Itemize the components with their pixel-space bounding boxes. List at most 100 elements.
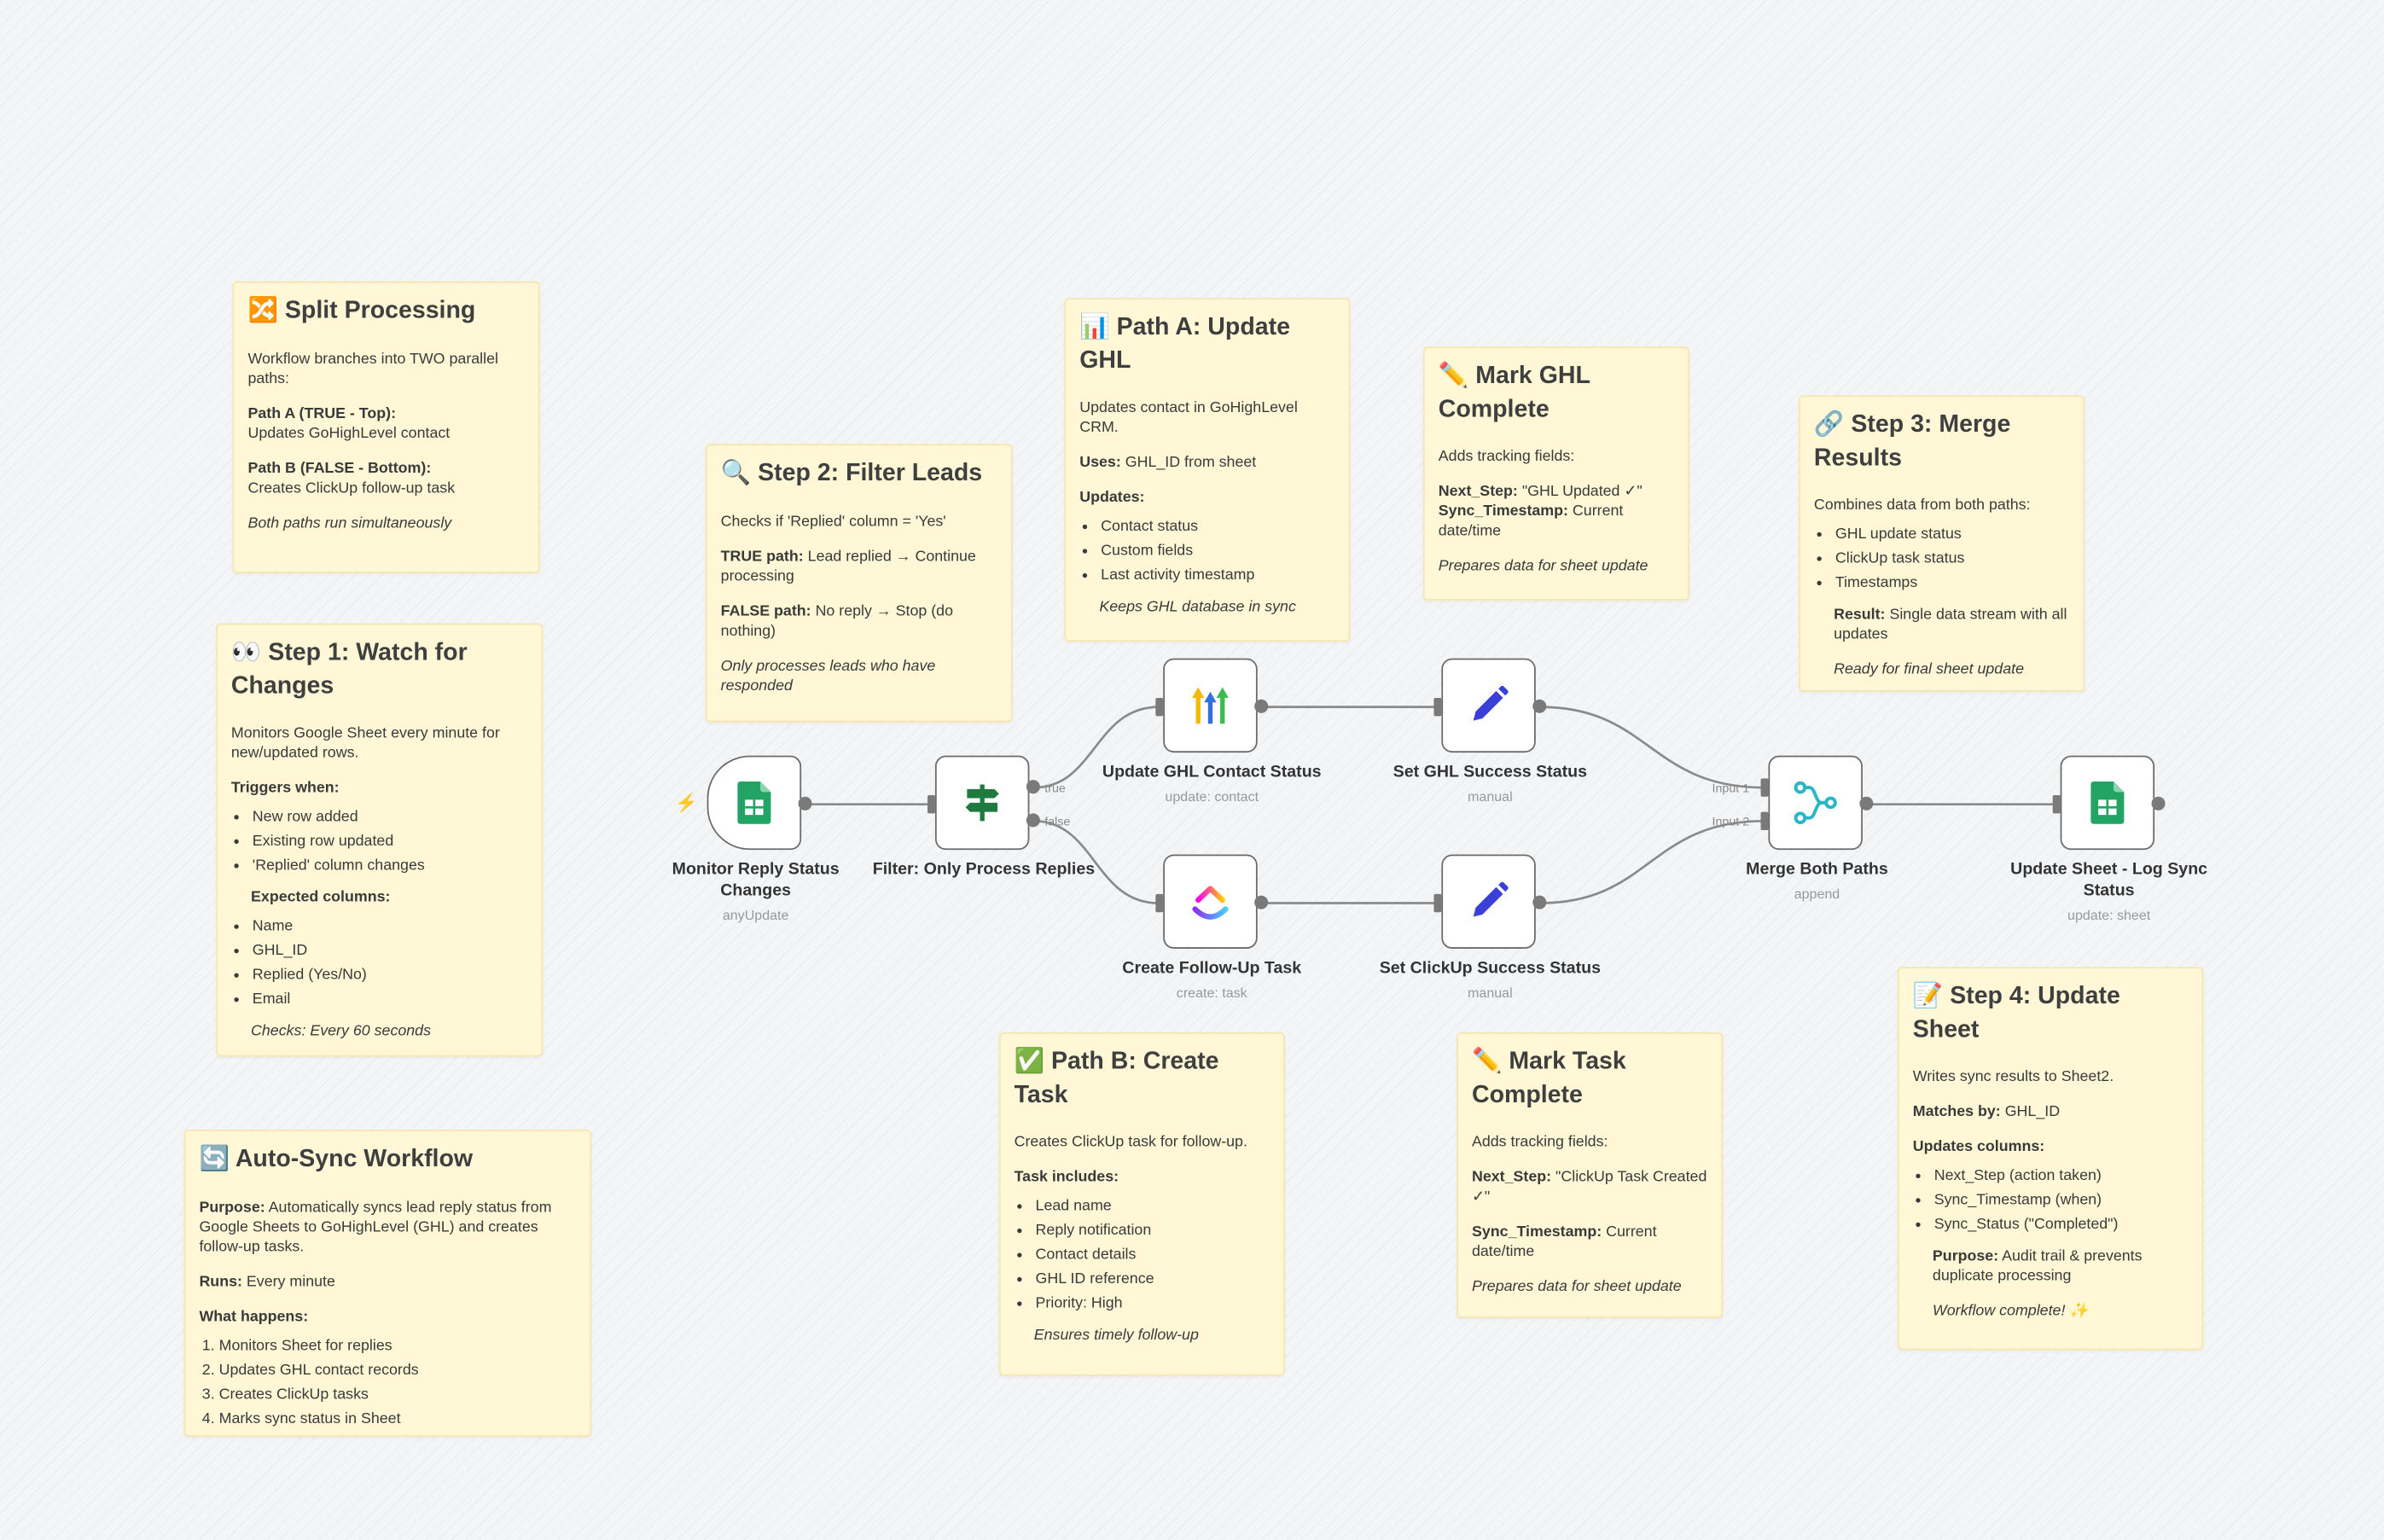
sync-icon: 🔄 xyxy=(199,1146,230,1172)
list-item: Monitors Sheet for replies xyxy=(219,1336,577,1356)
path-b-label: Path B (FALSE - Bottom): xyxy=(247,460,432,477)
node-subtitle: manual xyxy=(1468,985,1513,1001)
note-title: 🔀 Split Processing xyxy=(247,298,476,324)
note-mark-ghl[interactable]: ✏️ Mark GHL Complete Adds tracking field… xyxy=(1422,346,1689,601)
output-port[interactable] xyxy=(1254,699,1269,713)
next-step-label: Next_Step: xyxy=(1438,484,1518,501)
input-port-2[interactable] xyxy=(1760,811,1769,830)
input-port[interactable] xyxy=(1433,893,1442,913)
edge-setclickup-merge xyxy=(1540,819,1765,904)
node-filter-replies[interactable] xyxy=(934,755,1030,851)
node-create-followup-task[interactable] xyxy=(1163,854,1258,949)
columns-label: Expected columns: xyxy=(251,889,391,907)
output-port[interactable] xyxy=(1532,895,1547,909)
list-item: Email xyxy=(253,990,528,1009)
note-path-b[interactable]: ✅ Path B: Create Task Creates ClickUp ta… xyxy=(998,1032,1285,1376)
note-auto-sync[interactable]: 🔄 Auto-Sync Workflow Purpose: Automatica… xyxy=(183,1130,592,1437)
note-footer: Both paths run simultaneously xyxy=(247,514,452,532)
list-item: Replied (Yes/No) xyxy=(253,966,528,985)
true-path-text: Lead replied → Continue processing xyxy=(720,548,976,585)
note-step-4[interactable]: 📝 Step 4: Update Sheet Writes sync resul… xyxy=(1897,967,2204,1351)
output-port[interactable] xyxy=(798,796,812,811)
output-port-false[interactable] xyxy=(1026,813,1040,828)
sync-timestamp-label: Sync_Timestamp: xyxy=(1471,1223,1602,1241)
output-port[interactable] xyxy=(1532,699,1547,713)
node-set-ghl-success[interactable] xyxy=(1441,658,1536,753)
output-port[interactable] xyxy=(1859,796,1874,811)
purpose-text: Audit trail & prevents duplicate process… xyxy=(1932,1248,2143,1286)
highlevel-icon xyxy=(1192,687,1229,724)
note-footer: Workflow complete! ✨ xyxy=(1932,1303,2089,1321)
note-footer: Keeps GHL database in sync xyxy=(1099,599,1296,617)
node-monitor-reply-status[interactable] xyxy=(706,755,802,851)
input-port[interactable] xyxy=(1155,893,1164,913)
note-step-1[interactable]: 👀 Step 1: Watch for Changes Monitors Goo… xyxy=(216,623,544,1057)
list-item: Priority: High xyxy=(1036,1294,1270,1314)
false-path-label: FALSE path: xyxy=(720,602,811,620)
list-item: Contact details xyxy=(1036,1246,1270,1265)
path-a-label: Path A (TRUE - Top): xyxy=(247,405,397,422)
list-item: Next_Step (action taken) xyxy=(1934,1166,2189,1186)
list-item: GHL update status xyxy=(1835,525,2069,544)
uses-label: Uses: xyxy=(1079,455,1121,472)
note-text: Updates contact in GoHighLevel CRM. xyxy=(1079,400,1298,437)
next-step-text: "GHL Updated ✓" xyxy=(1517,484,1643,501)
node-set-clickup-success[interactable] xyxy=(1441,854,1536,949)
note-title: 🔍 Step 2: Filter Leads xyxy=(720,460,983,487)
note-step-3[interactable]: 🔗 Step 3: Merge Results Combines data fr… xyxy=(1799,395,2085,692)
items-list: GHL update status ClickUp task status Ti… xyxy=(1814,525,2069,593)
runs-text: Every minute xyxy=(241,1273,335,1291)
includes-label: Task includes: xyxy=(1014,1169,1119,1187)
input-port[interactable] xyxy=(1433,697,1442,717)
triggers-label: Triggers when: xyxy=(230,780,340,798)
google-sheets-icon xyxy=(737,781,771,824)
updates-list: Contact status Custom fields Last activi… xyxy=(1079,517,1334,585)
includes-list: Lead name Reply notification Contact det… xyxy=(1015,1197,1270,1314)
path-b-text: Creates ClickUp follow-up task xyxy=(247,479,456,497)
true-path-label: TRUE path: xyxy=(720,548,804,566)
note-text: Adds tracking fields: xyxy=(1438,449,1575,466)
note-text: Monitors Google Sheet every minute for n… xyxy=(230,725,500,763)
steps-list: Monitors Sheet for replies Updates GHL c… xyxy=(199,1336,576,1429)
note-mark-task[interactable]: ✏️ Mark Task Complete Adds tracking fiel… xyxy=(1457,1032,1724,1318)
list-item: New row added xyxy=(253,808,528,828)
updates-label: Updates columns: xyxy=(1912,1139,2045,1156)
node-subtitle: append xyxy=(1794,886,1840,902)
note-footer: Checks: Every 60 seconds xyxy=(251,1023,432,1041)
output-port[interactable] xyxy=(2151,796,2166,811)
result-text: Single data stream with all updates xyxy=(1834,607,2067,644)
note-title: 🔄 Auto-Sync Workflow xyxy=(199,1146,474,1172)
note-path-a[interactable]: 📊 Path A: Update GHL Updates contact in … xyxy=(1064,298,1351,642)
pencil-icon xyxy=(1473,685,1509,721)
list-item: Reply notification xyxy=(1036,1221,1270,1241)
input-port[interactable] xyxy=(927,794,935,814)
node-update-ghl-contact[interactable] xyxy=(1163,658,1258,753)
note-text: Writes sync results to Sheet2. xyxy=(1912,1069,2114,1086)
output-port[interactable] xyxy=(1254,895,1269,909)
purpose-label: Purpose: xyxy=(1932,1248,1999,1265)
list-item: Creates ClickUp tasks xyxy=(219,1385,577,1404)
shuffle-icon: 🔀 xyxy=(247,298,278,324)
list-item: Existing row updated xyxy=(253,832,528,851)
note-footer: Prepares data for sheet update xyxy=(1471,1278,1682,1296)
list-item: Timestamps xyxy=(1835,573,2069,593)
next-step-text: "ClickUp Task Created ✓" xyxy=(1471,1169,1707,1206)
note-footer: Prepares data for sheet update xyxy=(1438,558,1648,575)
result-label: Result: xyxy=(1834,607,1886,624)
note-split-processing[interactable]: 🔀 Split Processing Workflow branches int… xyxy=(232,281,540,573)
node-update-sheet-log[interactable] xyxy=(2060,755,2155,851)
google-sheets-icon xyxy=(2090,781,2125,824)
note-footer: Ensures timely follow-up xyxy=(1033,1328,1199,1345)
input-port[interactable] xyxy=(2052,794,2061,814)
note-step-2[interactable]: 🔍 Step 2: Filter Leads Checks if 'Replie… xyxy=(705,444,1013,723)
note-text: Checks if 'Replied' column = 'Yes' xyxy=(720,513,946,531)
input-port[interactable] xyxy=(1155,697,1164,717)
output-port-true[interactable] xyxy=(1026,780,1040,794)
merge-icon xyxy=(1794,781,1837,825)
node-merge-both-paths[interactable] xyxy=(1768,755,1863,851)
purpose-label: Purpose: xyxy=(199,1199,265,1216)
input-port-1[interactable] xyxy=(1760,778,1769,797)
